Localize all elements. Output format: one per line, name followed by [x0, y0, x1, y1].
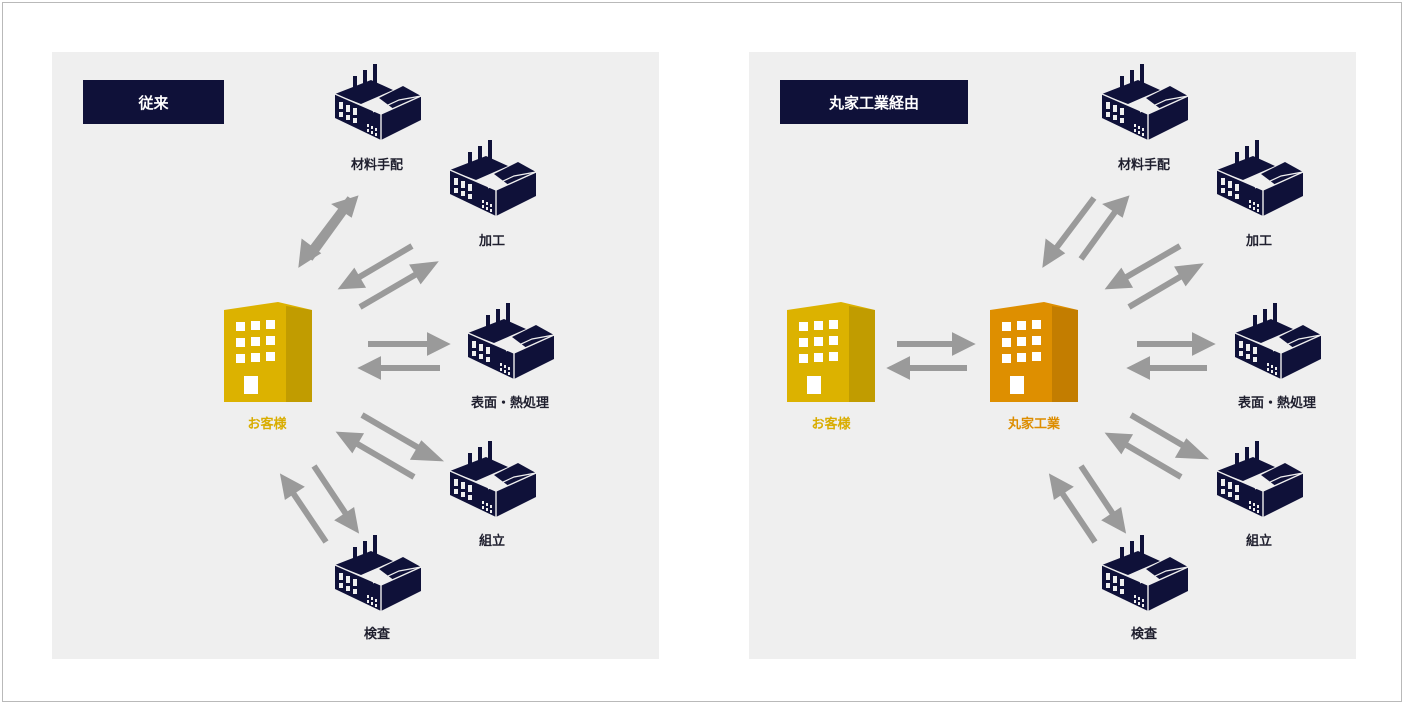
label-maruie-hub: 丸家工業 [1007, 417, 1061, 432]
label-surface-heat: 表面・熱処理 [470, 396, 550, 411]
arrow-pair-assembly [335, 412, 445, 480]
factory-icon-inspection [334, 534, 422, 612]
arrow-pair-inspection [279, 464, 360, 544]
diagram-art-via-maruie [787, 63, 1322, 612]
factory-icon-inspection [1101, 534, 1189, 612]
factory-icon-assembly [1216, 440, 1304, 518]
factory-icon-processing [1216, 139, 1304, 217]
tag-via-maruie: 丸家工業経由 [780, 80, 968, 124]
arrow-pair-materials [298, 195, 359, 268]
label-customer: お客様 [811, 417, 851, 432]
factory-icon-materials [1101, 63, 1189, 141]
factory-icon-assembly [449, 440, 537, 518]
panel-conventional: 従来 [52, 52, 659, 659]
arrow-pair-processing [1104, 243, 1204, 310]
diagram-art-conventional [224, 63, 555, 612]
label-customer: お客様 [247, 417, 287, 432]
factory-icon-surface [1234, 302, 1322, 380]
label-assembly: 組立 [478, 534, 506, 549]
arrow-pair-assembly [1104, 412, 1210, 480]
label-processing: 加工 [478, 234, 506, 249]
arrow-pair-surface [357, 332, 451, 380]
arrow-pair-materials [1042, 195, 1130, 268]
arrow-pair-surface [1126, 332, 1216, 380]
arrows-conventional [279, 195, 451, 544]
arrow-pair-processing [337, 243, 439, 310]
label-inspection: 検査 [1130, 627, 1158, 642]
label-materials: 材料手配 [350, 158, 404, 173]
tag-conventional: 従来 [83, 80, 224, 124]
arrows-via-maruie [886, 195, 1216, 544]
factory-icon-surface [467, 302, 555, 380]
arrow-pair-inspection [1048, 464, 1127, 544]
customer-building-icon [224, 302, 312, 402]
maruie-building-icon [990, 302, 1078, 402]
customer-building-icon [787, 302, 875, 402]
factory-icon-processing [449, 139, 537, 217]
panel-via-maruie: 丸家工業経由 [749, 52, 1356, 659]
arrow-pair-customer-hub [886, 332, 976, 380]
label-surface-heat: 表面・熱処理 [1237, 396, 1317, 411]
label-processing: 加工 [1245, 234, 1273, 249]
label-assembly: 組立 [1245, 534, 1273, 549]
factory-icon-materials [334, 63, 422, 141]
label-materials: 材料手配 [1117, 158, 1171, 173]
label-inspection: 検査 [363, 627, 391, 642]
